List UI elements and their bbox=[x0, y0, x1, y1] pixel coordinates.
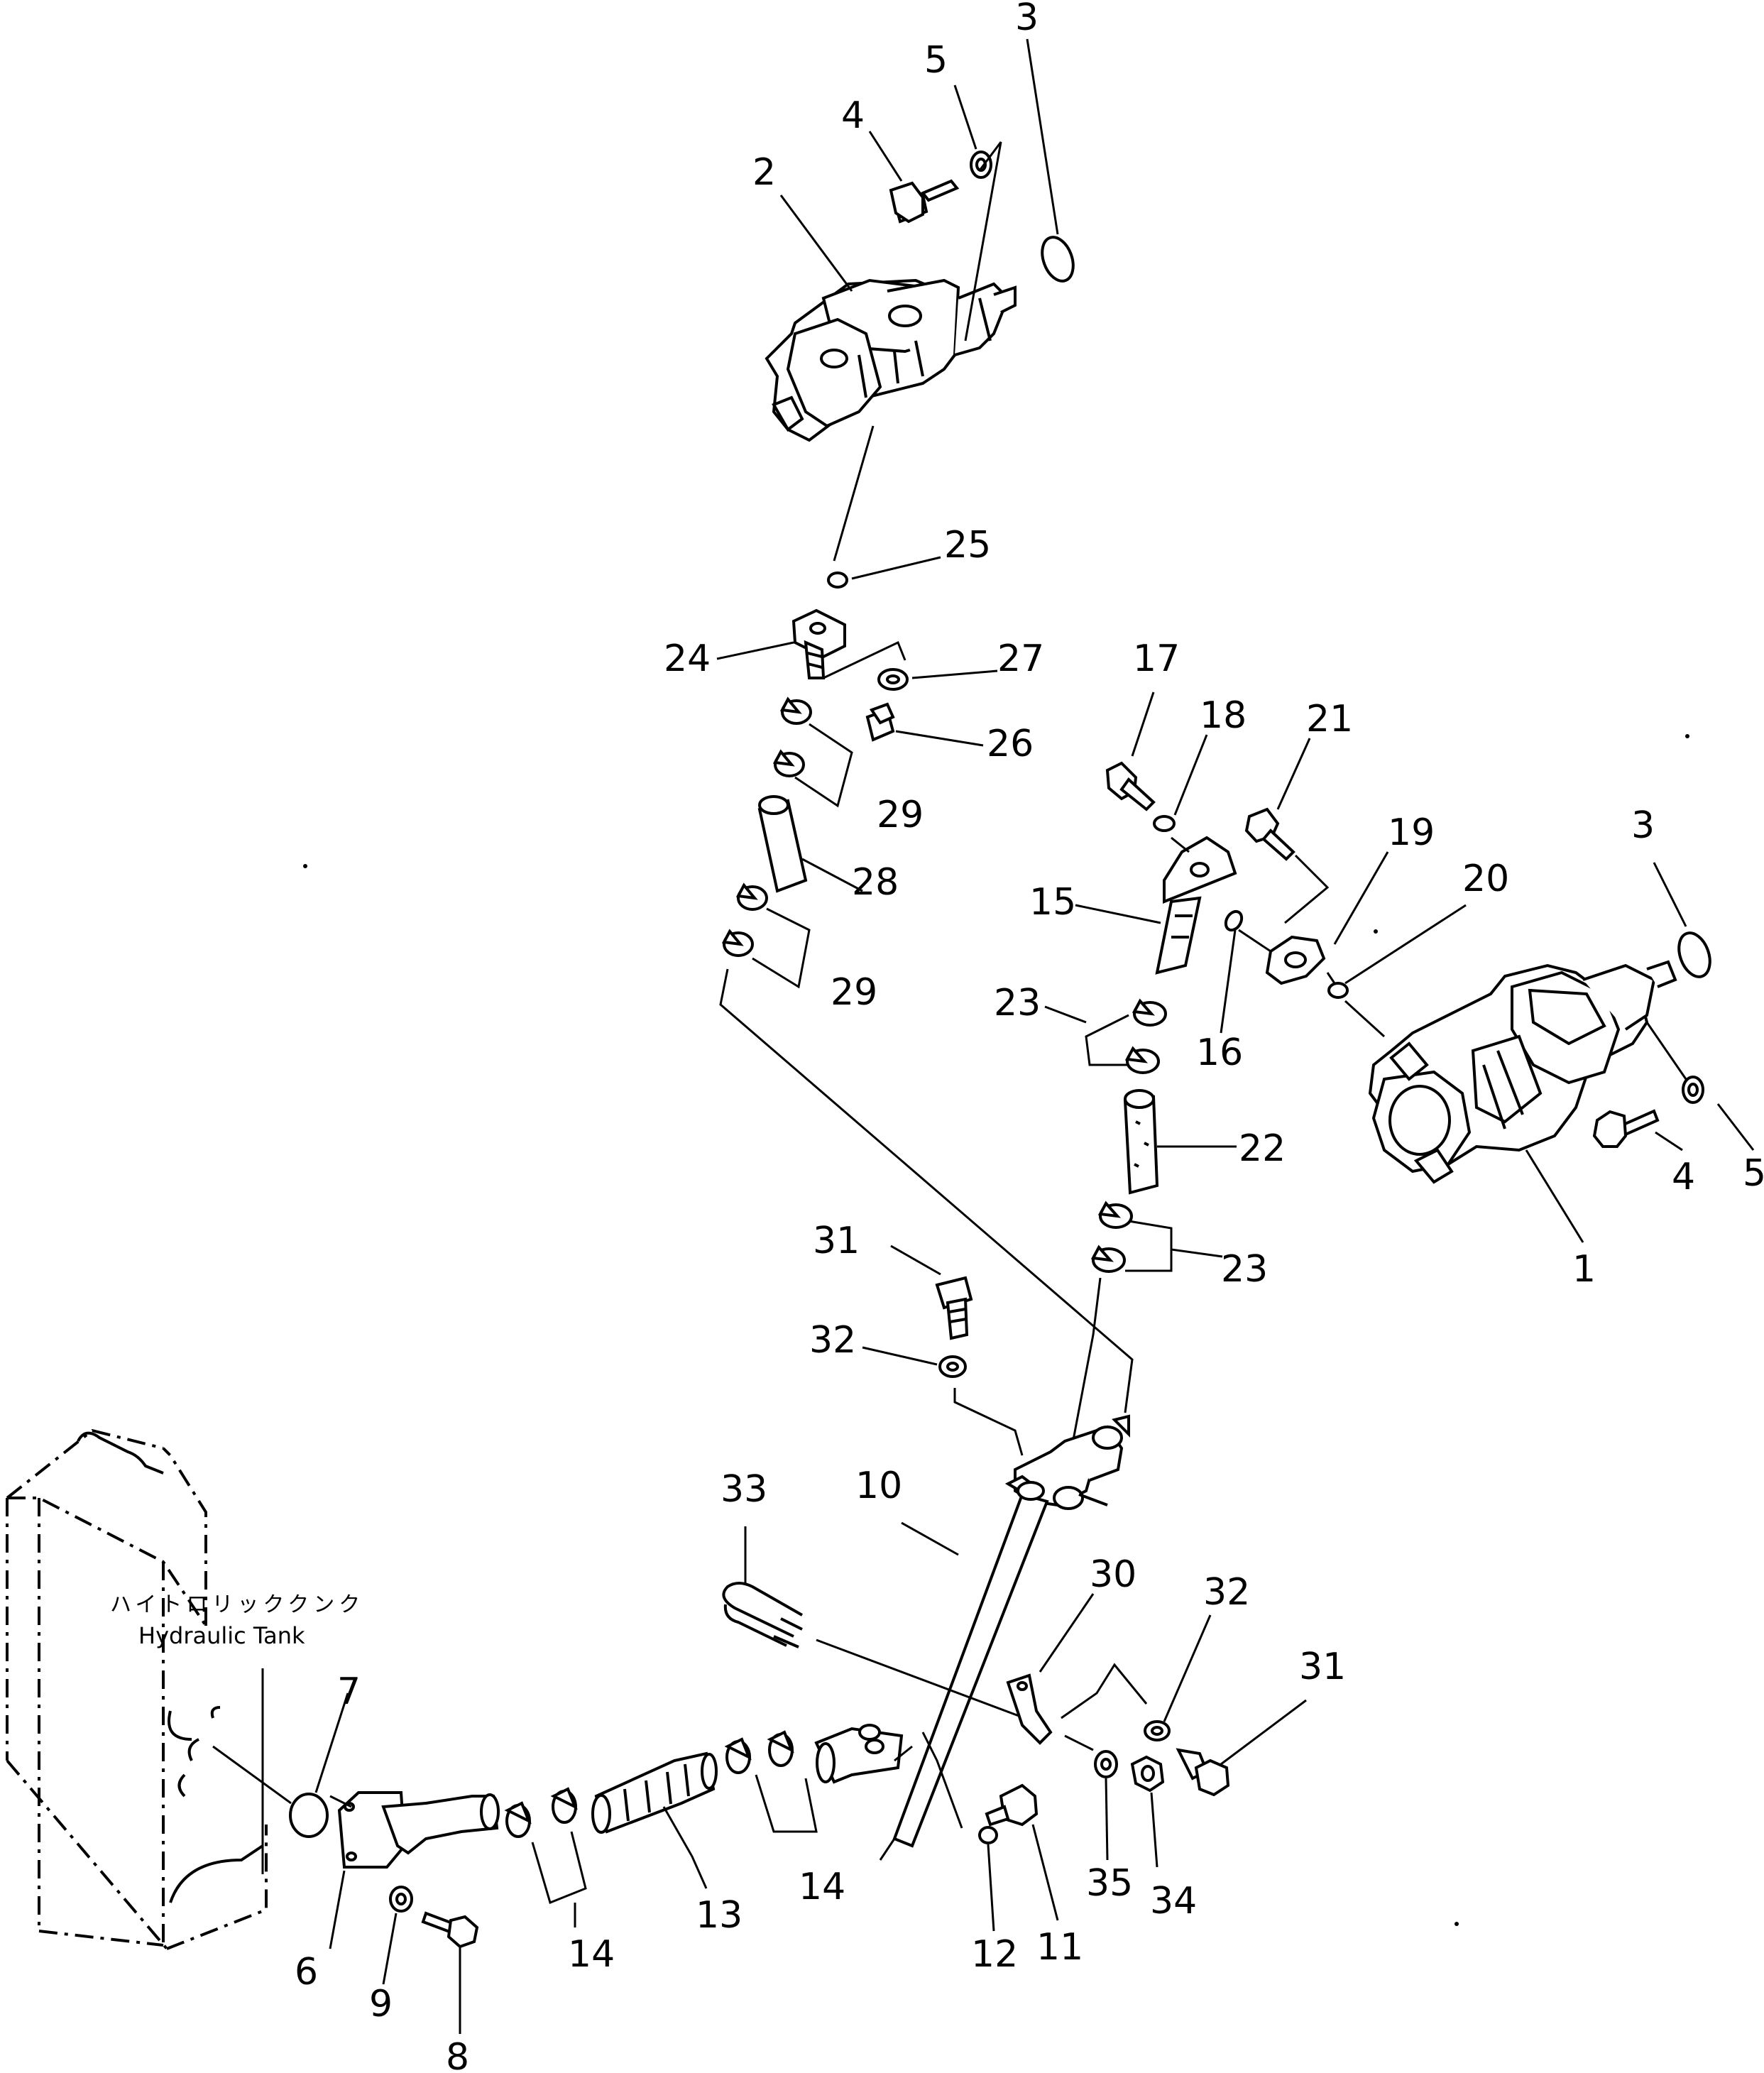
clamp-29-lower bbox=[721, 882, 768, 957]
callout-25: 25 bbox=[944, 524, 991, 567]
callout-28: 28 bbox=[852, 861, 899, 904]
flange-19 bbox=[1265, 935, 1326, 985]
clamp-23-upper bbox=[1124, 998, 1167, 1074]
hose-22 bbox=[1123, 1089, 1159, 1195]
hydraulic-tank bbox=[6, 1428, 268, 1950]
callout-29-upper: 29 bbox=[877, 794, 924, 836]
clamp-29-upper bbox=[772, 696, 812, 777]
callout-14-left: 14 bbox=[568, 1933, 615, 1976]
callout-18: 18 bbox=[1200, 694, 1247, 737]
callout-8: 8 bbox=[446, 2036, 469, 2073]
callout-12: 12 bbox=[971, 1933, 1018, 1976]
pump-upper bbox=[765, 278, 1017, 442]
callout-24: 24 bbox=[664, 638, 711, 680]
plug-26 bbox=[865, 702, 895, 742]
plug-11 bbox=[985, 1783, 1039, 1827]
callout-9: 9 bbox=[369, 1983, 393, 2025]
elbow-24 bbox=[791, 608, 846, 679]
callout-13: 13 bbox=[696, 1894, 743, 1937]
callout-14-right: 14 bbox=[799, 1866, 845, 1908]
nut-34 bbox=[1130, 1755, 1165, 1793]
callout-3-lower: 3 bbox=[1631, 804, 1655, 847]
elbow-15 bbox=[1155, 836, 1237, 975]
callout-17: 17 bbox=[1133, 638, 1180, 680]
callout-5-upper: 5 bbox=[924, 39, 948, 82]
callout-35: 35 bbox=[1086, 1862, 1133, 1905]
o-ring-7 bbox=[289, 1793, 329, 1838]
callout-15: 15 bbox=[1029, 881, 1076, 924]
tank-label-jp: ハイトロリッククンク bbox=[110, 1592, 364, 1617]
o-ring-25 bbox=[827, 571, 848, 589]
spring-washer-18 bbox=[1153, 815, 1176, 832]
callout-5-lower: 5 bbox=[1743, 1152, 1764, 1195]
bolt-31-lower bbox=[1176, 1748, 1230, 1797]
leader-lines bbox=[314, 38, 1755, 2034]
u-bolt-33 bbox=[722, 1582, 803, 1648]
callout-4-lower: 4 bbox=[1672, 1156, 1695, 1198]
bolt-8 bbox=[421, 1911, 479, 1949]
tube-10 bbox=[892, 1414, 1130, 1848]
callout-31-lower: 31 bbox=[1299, 1646, 1346, 1688]
callout-34: 34 bbox=[1150, 1880, 1197, 1922]
callout-27: 27 bbox=[997, 638, 1044, 680]
o-ring-3-upper bbox=[1041, 236, 1075, 283]
tank-label-en: Hydraulic Tank bbox=[138, 1622, 305, 1649]
hose-13 bbox=[591, 1751, 718, 1834]
callout-23-lower: 23 bbox=[1221, 1248, 1268, 1291]
callout-30: 30 bbox=[1090, 1553, 1136, 1596]
pump-lower bbox=[1368, 960, 1677, 1184]
callout-26: 26 bbox=[987, 723, 1034, 765]
bolt-4-lower bbox=[1592, 1109, 1660, 1148]
callout-19: 19 bbox=[1388, 811, 1435, 854]
callout-33: 33 bbox=[721, 1468, 767, 1511]
bracket-30 bbox=[1006, 1673, 1053, 1745]
callout-29-lower: 29 bbox=[831, 971, 877, 1014]
hose-28 bbox=[757, 795, 808, 893]
callout-22: 22 bbox=[1239, 1127, 1286, 1170]
callout-1: 1 bbox=[1572, 1248, 1596, 1291]
callout-3-upper: 3 bbox=[1015, 0, 1039, 39]
o-ring-16 bbox=[1224, 909, 1244, 932]
callout-20: 20 bbox=[1462, 858, 1509, 900]
callout-11: 11 bbox=[1036, 1926, 1083, 1969]
bolt-31-upper bbox=[935, 1276, 973, 1340]
pipe-end bbox=[814, 1724, 913, 1784]
callout-4-upper: 4 bbox=[841, 94, 865, 137]
elbow-pipe-6 bbox=[337, 1791, 500, 1869]
callout-23-upper: 23 bbox=[994, 982, 1041, 1024]
bolt-21 bbox=[1244, 807, 1295, 861]
callout-2: 2 bbox=[752, 151, 776, 194]
callout-16: 16 bbox=[1196, 1032, 1243, 1074]
clamp-14-right bbox=[724, 1730, 794, 1774]
callout-31-upper: 31 bbox=[813, 1220, 860, 1262]
callout-32-upper: 32 bbox=[809, 1319, 856, 1362]
o-ring-20 bbox=[1327, 982, 1349, 999]
bolt-17 bbox=[1105, 761, 1156, 811]
bolt-4-upper bbox=[889, 179, 960, 224]
callout-6: 6 bbox=[295, 1951, 318, 1993]
callout-labels: 3 5 4 2 25 24 27 26 29 28 29 17 18 21 19… bbox=[295, 0, 1764, 2073]
o-ring-3-lower bbox=[1677, 931, 1711, 978]
callout-32-lower: 32 bbox=[1203, 1571, 1250, 1614]
callout-21: 21 bbox=[1306, 698, 1353, 740]
callout-10: 10 bbox=[855, 1465, 902, 1507]
o-ring-12 bbox=[978, 1826, 998, 1844]
clamp-14-left bbox=[504, 1787, 578, 1838]
callout-7: 7 bbox=[337, 1670, 361, 1713]
clamp-23-lower bbox=[1090, 1200, 1133, 1273]
